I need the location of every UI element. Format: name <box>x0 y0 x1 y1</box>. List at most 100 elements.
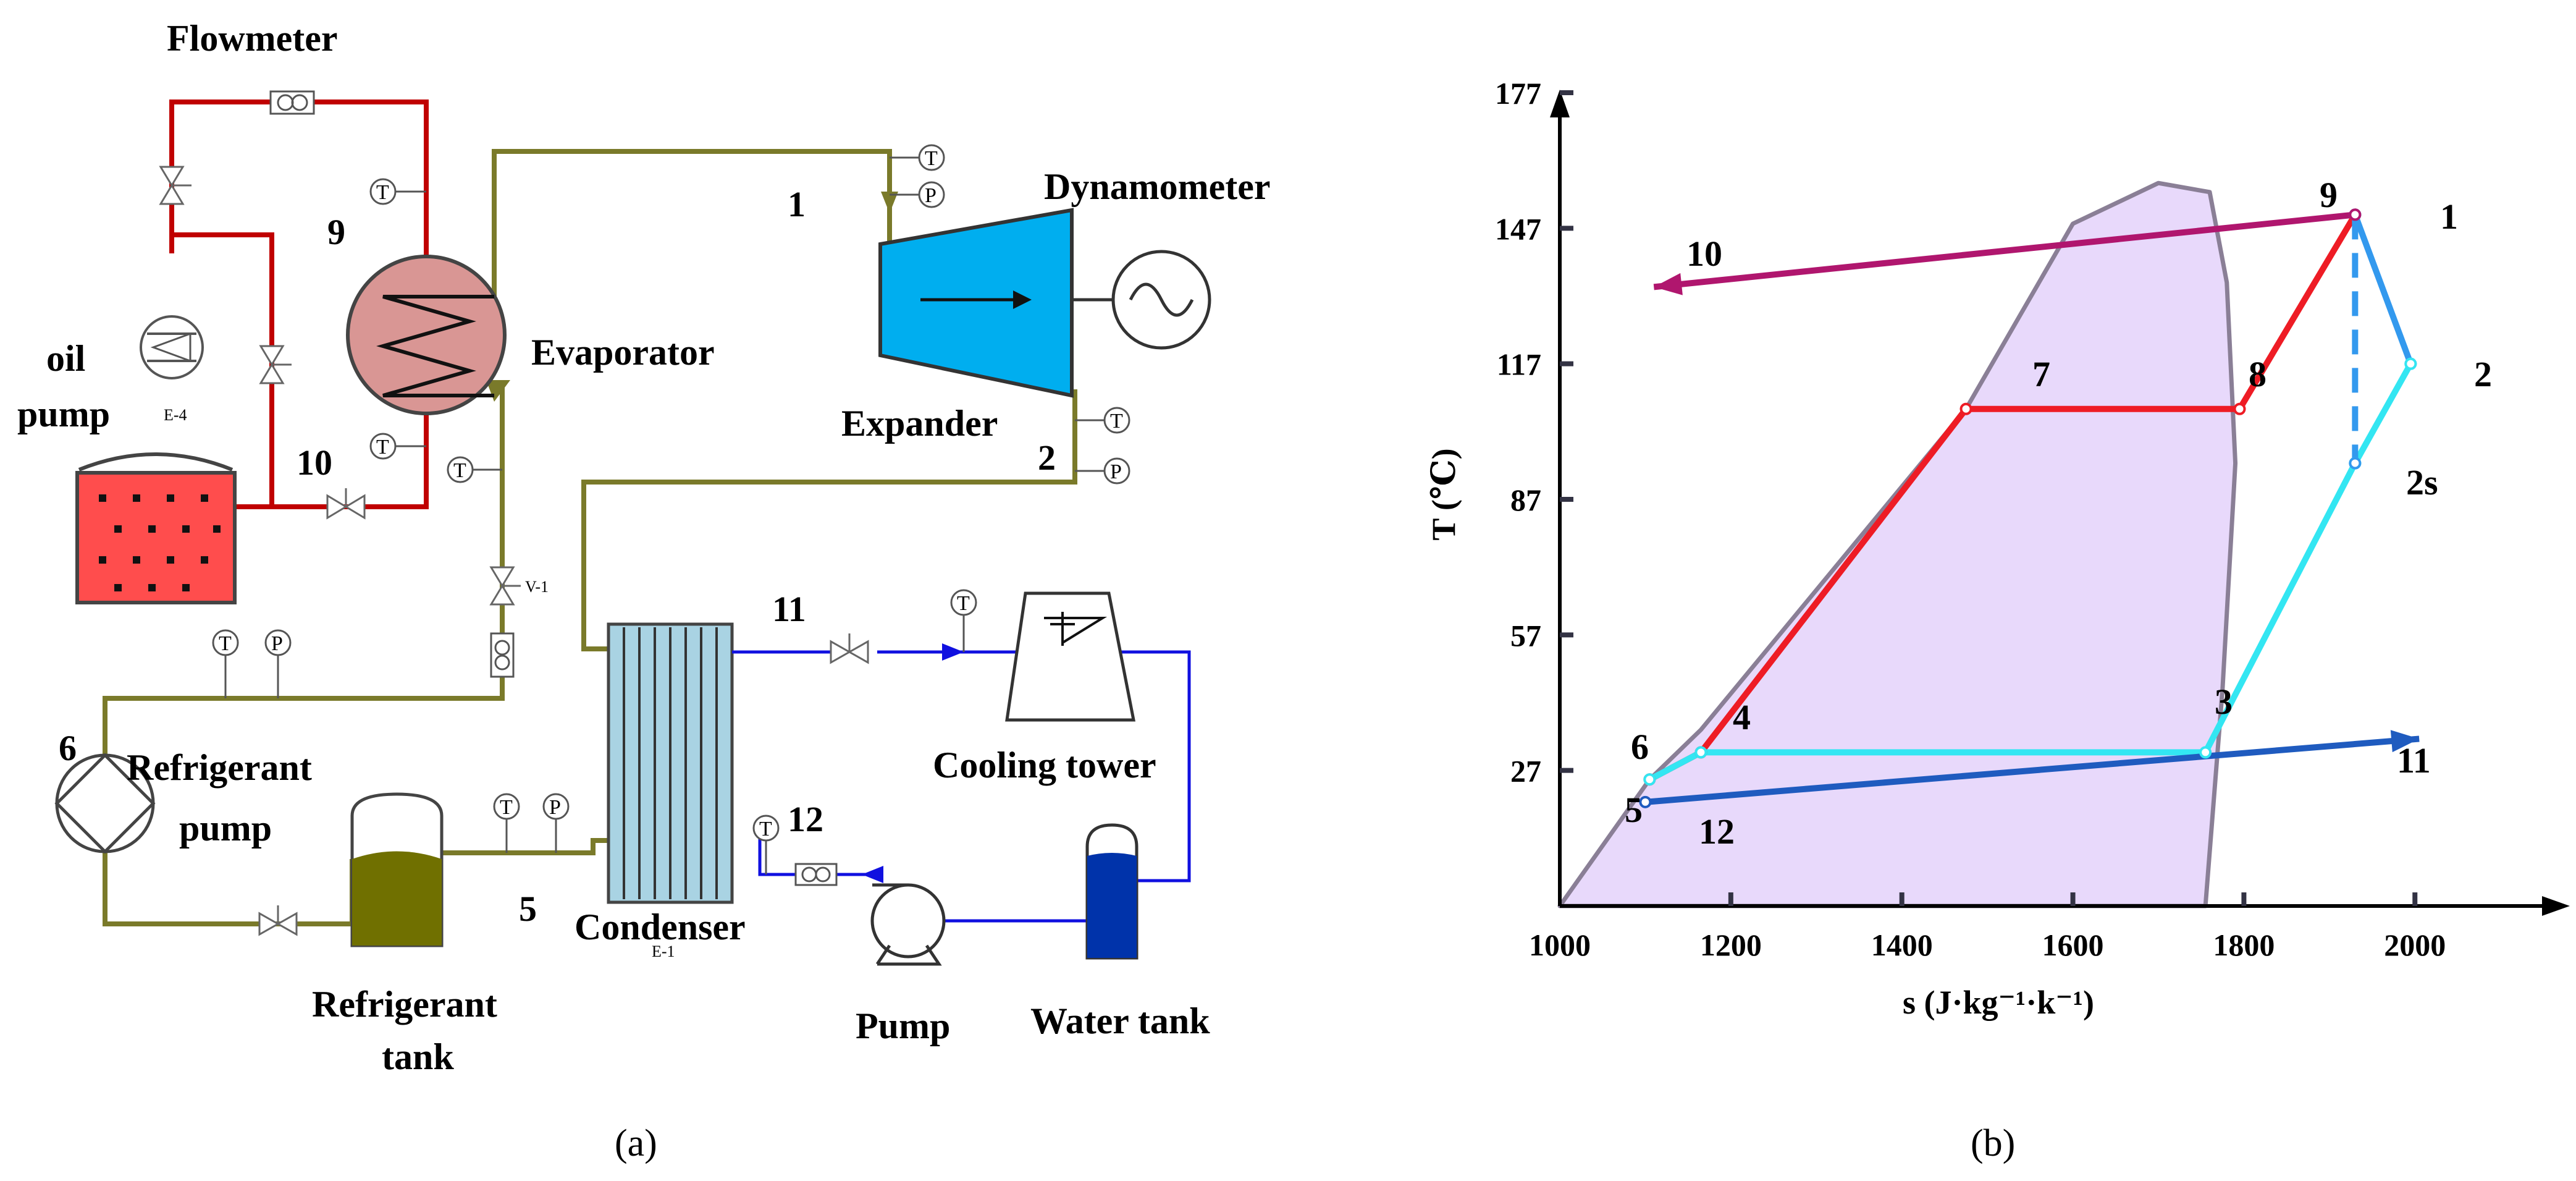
refrigerant-tank-label-line1: Refrigerant <box>312 984 497 1025</box>
point-12-label: 12 <box>788 799 823 839</box>
sensor-expander-inlet-p: P <box>890 181 945 208</box>
sensor-expander-outlet-p: P <box>1075 457 1130 485</box>
pump-to-evaporator-line <box>103 386 505 763</box>
pump-to-tank-line <box>103 844 355 926</box>
y-tick-label-57: 57 <box>1510 618 1541 653</box>
series-line-3 <box>2352 362 2414 465</box>
refrigerant-valve-v1 <box>489 566 521 606</box>
dynamometer-label: Dynamometer <box>1044 166 1271 207</box>
sensor-pump-outlet-t: T <box>212 629 239 698</box>
refrigerant-tank <box>350 792 444 947</box>
oil-pump-label-line1: oil <box>46 338 85 379</box>
x-tick-label-2000: 2000 <box>2384 928 2446 962</box>
svg-text:T: T <box>500 796 513 819</box>
pump-label: Pump <box>856 1005 950 1046</box>
refrigerant-tank-label-line2: tank <box>382 1036 454 1077</box>
sensor-tank-outlet-t: T <box>493 793 520 853</box>
flowmeter-label: Flowmeter <box>167 18 338 59</box>
state-point-markers <box>1639 208 2417 808</box>
svg-text:T: T <box>759 818 772 840</box>
svg-text:T: T <box>453 459 466 482</box>
y-tick-label-177: 177 <box>1495 76 1541 111</box>
cooling-water-valve <box>830 633 869 664</box>
point-10-label: 10 <box>297 442 332 483</box>
ts-label-5: 5 <box>1625 790 1643 830</box>
cooling-tower <box>1005 591 1136 722</box>
flow-arrow-cooling-in <box>942 643 964 661</box>
svg-text:P: P <box>925 184 937 207</box>
tank-to-condenser-line <box>442 838 608 855</box>
y-tick-label-147: 147 <box>1495 211 1541 246</box>
ts-label-6: 6 <box>1631 727 1649 767</box>
oil-flowmeter <box>269 90 315 115</box>
x-tick-label-1000: 1000 <box>1529 928 1591 962</box>
flow-arrow-condenser-return <box>862 866 883 883</box>
svg-text:P: P <box>1110 460 1122 483</box>
series-arrow-5 <box>1654 273 1683 295</box>
svg-text:T: T <box>1110 410 1123 433</box>
sensor-tank-outlet-p: P <box>542 793 570 853</box>
cooling-water-pipes <box>732 650 1191 923</box>
series-line-6 <box>1645 735 2420 805</box>
evaporator-to-expander-line <box>492 149 892 300</box>
ts-label-4: 4 <box>1733 697 1751 737</box>
oil-valve-10 <box>326 488 366 520</box>
sensor-evaporator-ref-in-t: T <box>447 456 502 483</box>
oil-valve-upper <box>159 166 192 205</box>
ts-label-7: 7 <box>2032 354 2050 394</box>
panel-b-caption: (b) <box>1971 1122 2015 1164</box>
sensor-pump-outlet-p: P <box>264 629 292 698</box>
series-1-point-1 <box>1694 746 1707 759</box>
water-pump <box>870 883 946 966</box>
svg-text:T: T <box>925 147 938 170</box>
svg-text:P: P <box>271 632 283 655</box>
ts-label-10: 10 <box>1686 234 1722 274</box>
series-arrow-6 <box>2390 730 2420 753</box>
sensor-expander-outlet-t: T <box>1075 407 1130 434</box>
oil-tank-to-evaporator <box>234 411 429 509</box>
tower-to-tank-line <box>1130 650 1191 883</box>
ts-label-3: 3 <box>2215 682 2233 722</box>
series-0-point-2 <box>1959 402 1972 415</box>
valve-v1-tag: V-1 <box>525 578 549 596</box>
oil-bypass-line <box>172 232 274 507</box>
y-axis-title: T (℃) <box>1425 448 1462 540</box>
sensor-condenser-water-in-t: T <box>752 815 780 874</box>
sensor-tower-inlet-t: T <box>950 589 977 652</box>
ts-label-1: 1 <box>2440 197 2458 237</box>
x-axis-arrow <box>2542 896 2570 916</box>
oil-pump-tag: E-4 <box>164 406 187 424</box>
y-axis-arrow <box>1550 90 1570 117</box>
refrigerant-tank-valve <box>258 905 298 936</box>
ts-label-12: 12 <box>1699 811 1735 852</box>
evaporator-label: Evaporator <box>531 332 715 373</box>
svg-text:T: T <box>219 632 232 655</box>
y-tick-label-87: 87 <box>1510 483 1541 517</box>
ts-label-8: 8 <box>2249 354 2267 394</box>
series-1-point-0 <box>1643 773 1656 786</box>
panel-a-caption: (a) <box>615 1122 657 1164</box>
oil-pump <box>140 315 204 379</box>
evaporator <box>346 255 507 415</box>
y-tick-label-117: 117 <box>1497 347 1541 382</box>
series-line-2 <box>2352 213 2414 365</box>
series-5-point-0 <box>2349 208 2362 221</box>
refrigerant-flowmeter <box>490 632 515 678</box>
expander-label: Expander <box>841 403 998 444</box>
condenser <box>607 622 734 904</box>
series-1-point-2 <box>2199 746 2212 759</box>
oil-pump-label-line2: pump <box>17 394 110 434</box>
refrigerant-pump-label-line1: Refrigerant <box>127 747 312 788</box>
refrigerant-pump <box>54 753 156 854</box>
sensor-evaporator-oil-in-t: T <box>369 178 426 205</box>
oil-tank <box>75 452 237 604</box>
water-tank-label: Water tank <box>1030 1001 1210 1041</box>
sensor-expander-inlet-t: T <box>890 144 945 171</box>
refrigerant-pump-label-line2: pump <box>179 808 272 849</box>
x-tick-label-1800: 1800 <box>2213 928 2275 962</box>
series-line-1 <box>1648 462 2358 782</box>
dynamometer <box>1111 250 1211 350</box>
